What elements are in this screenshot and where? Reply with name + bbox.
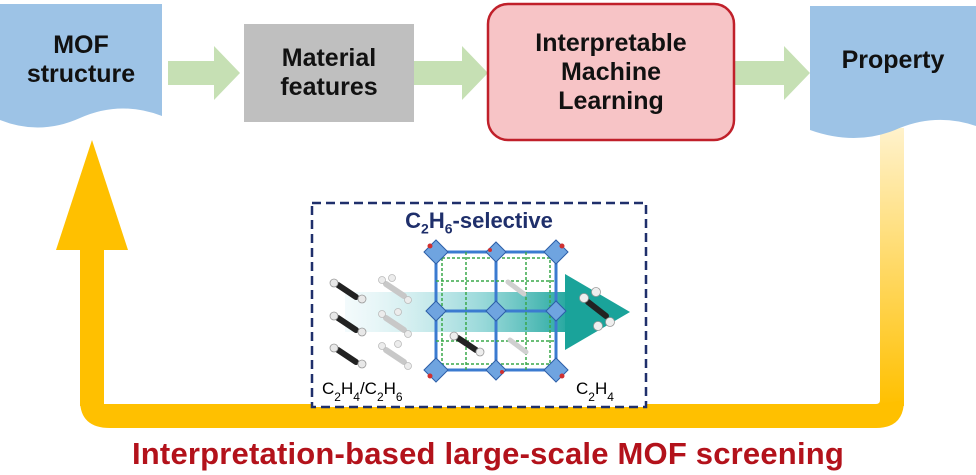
iml-line3: Learning [558, 86, 664, 115]
arrow-mof-to-features [168, 46, 240, 100]
inset-title: C2H6-selective [405, 208, 553, 237]
mof-structure-line2: structure [26, 60, 136, 88]
screening-caption: Interpretation-based large-scale MOF scr… [131, 436, 845, 471]
material-features-node: Material features [244, 24, 414, 122]
iml-line1: Interpretable [535, 28, 687, 57]
mof-structure-shape [0, 4, 162, 128]
selectivity-illustration: C2H4/C2H6 C2H4 [322, 239, 630, 404]
iml-shape [486, 2, 736, 142]
material-features-shape [244, 24, 414, 122]
arrow-features-to-iml [414, 46, 488, 100]
iml-node: Interpretable Machine Learning [488, 4, 734, 140]
property-node: Property [810, 10, 976, 110]
product-label: C2H4 [576, 379, 614, 404]
material-features-line2: features [280, 73, 378, 101]
feed-mixture-label: C2H4/C2H6 [322, 379, 403, 404]
property-shape [810, 6, 976, 138]
material-features-line1: Material [281, 44, 377, 72]
mof-structure-node: MOF structure [0, 10, 162, 110]
feedback-loop-arrow [56, 128, 904, 428]
property-line1: Property [841, 45, 945, 74]
iml-line2: Machine [560, 57, 662, 86]
arrow-iml-to-property [734, 46, 810, 100]
mof-structure-line1: MOF [53, 31, 109, 59]
